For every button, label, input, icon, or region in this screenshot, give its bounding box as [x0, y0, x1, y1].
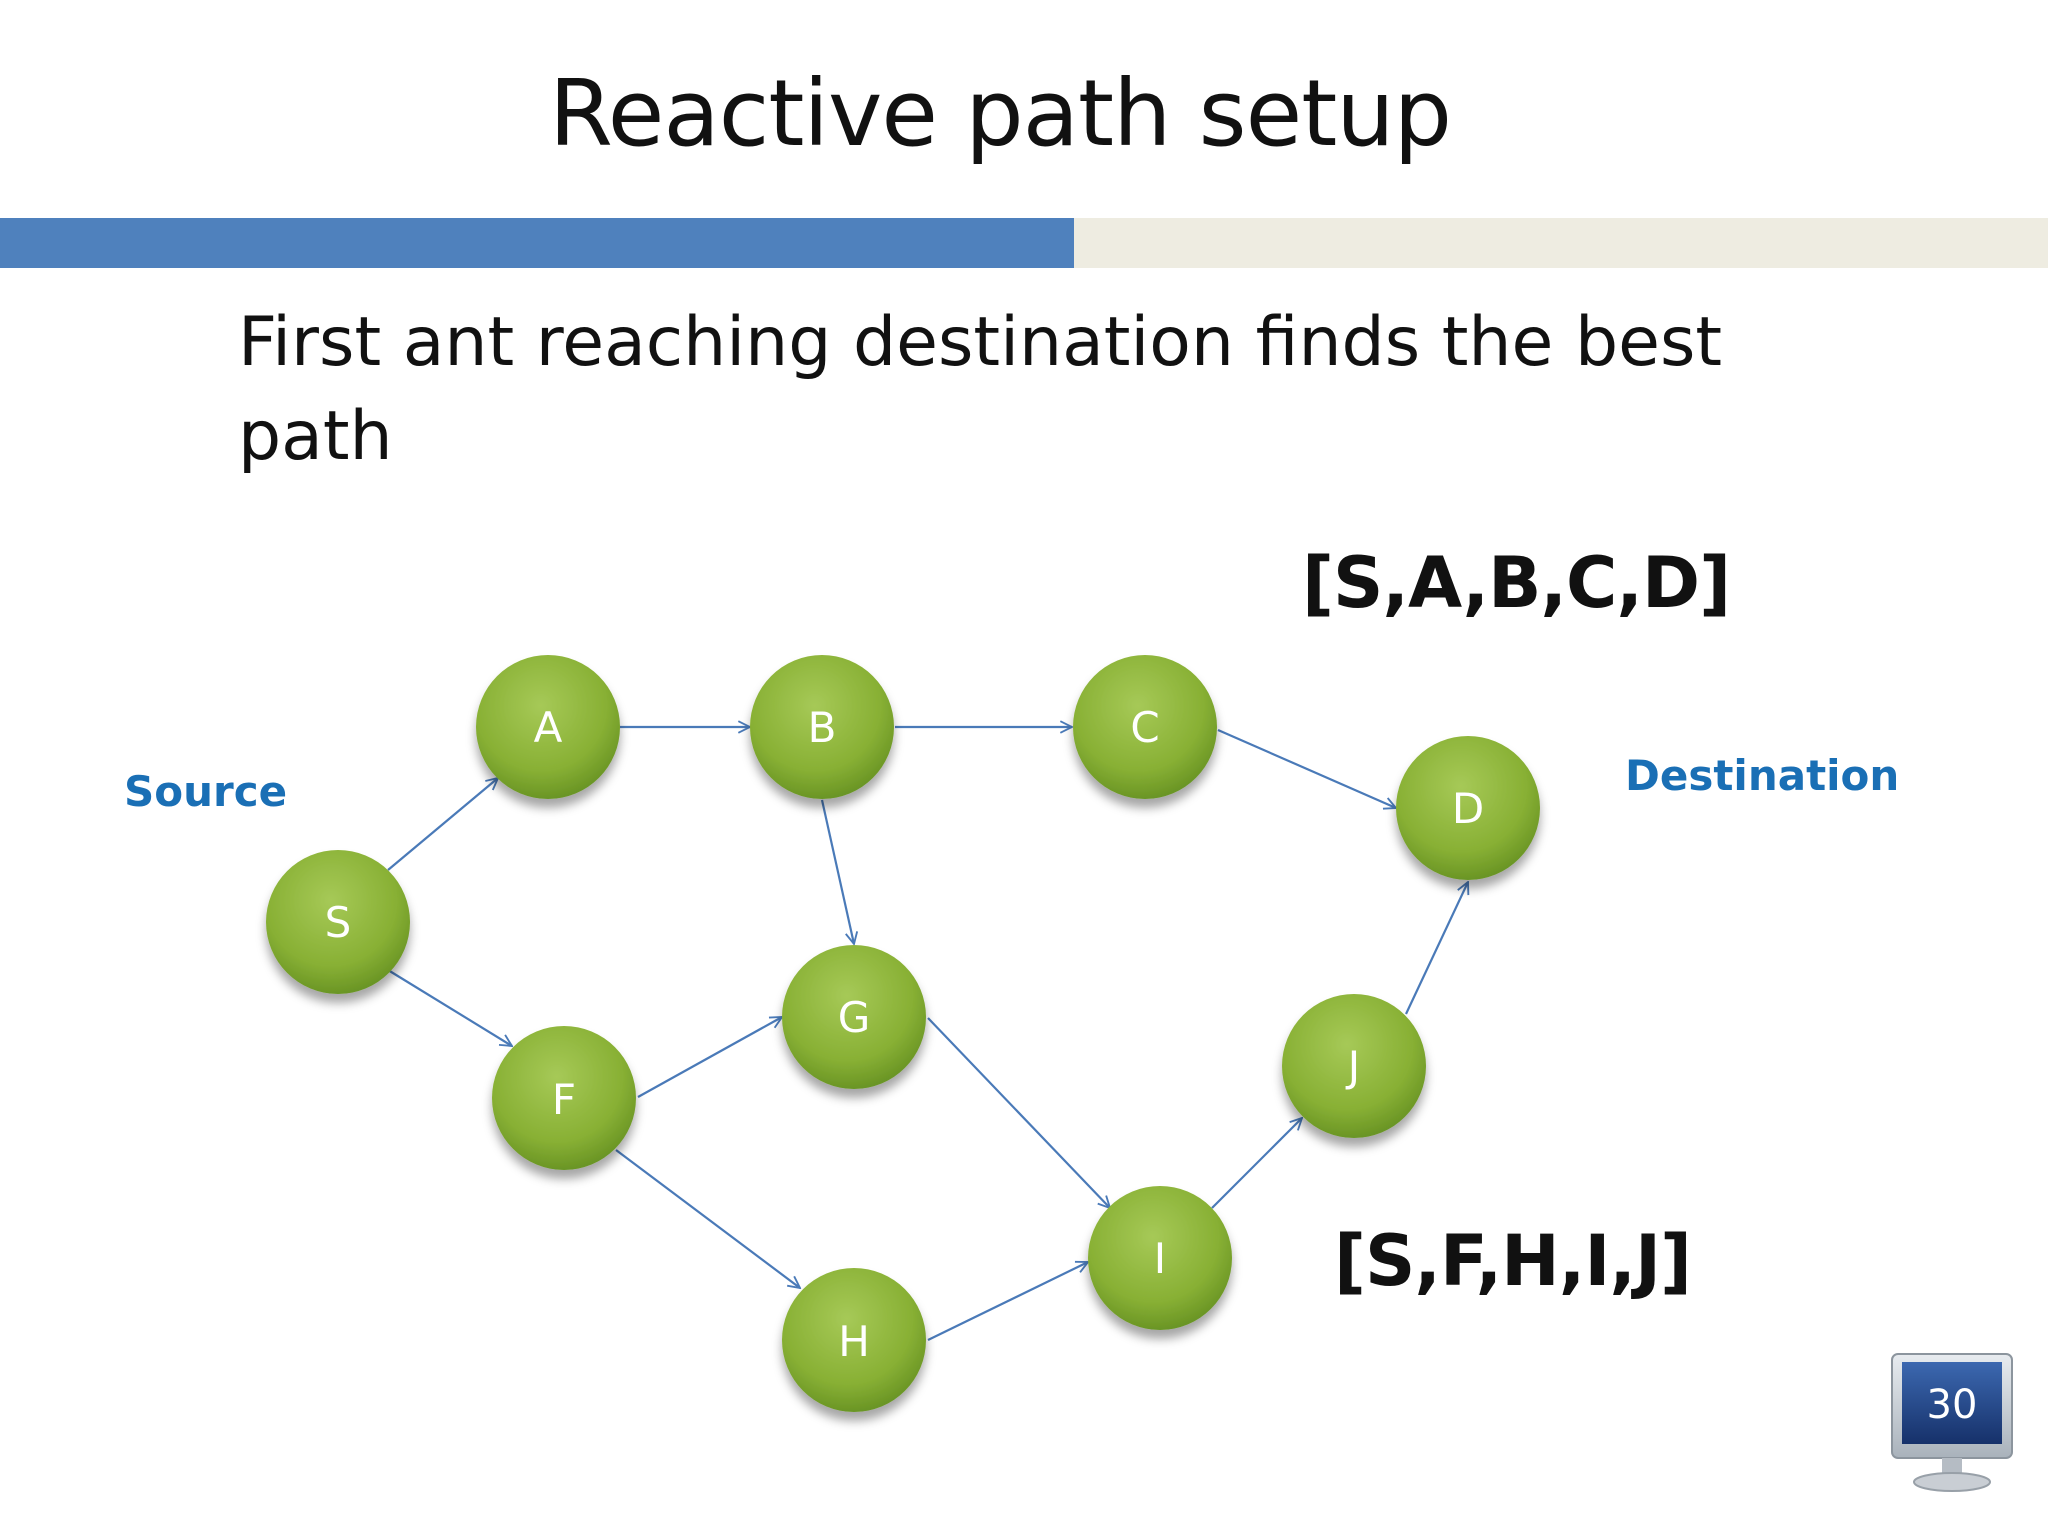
node-g: G — [782, 945, 926, 1089]
node-label: D — [1452, 784, 1484, 833]
node-label: F — [552, 1075, 576, 1124]
node-i: I — [1088, 1186, 1232, 1330]
edge-s-f — [387, 969, 512, 1046]
body-text: First ant reaching destination finds the… — [238, 296, 1738, 484]
node-a: A — [476, 655, 620, 799]
node-h: H — [782, 1268, 926, 1412]
node-label: I — [1154, 1234, 1166, 1283]
edge-b-g — [820, 799, 854, 944]
path-label-bottom: [S,F,H,I,J] — [1334, 1220, 1692, 1302]
node-d: D — [1396, 736, 1540, 880]
edges — [387, 727, 1468, 1341]
edge-f-g — [637, 1017, 782, 1098]
page-number-monitor-icon: 30 — [1891, 1353, 2013, 1492]
node-f: F — [492, 1026, 636, 1170]
title-accent-bar — [0, 218, 1074, 268]
body-line-1: First ant reaching destination finds the… — [238, 303, 1723, 382]
node-s: S — [266, 850, 410, 994]
node-j: J — [1282, 994, 1426, 1138]
source-label: Source — [124, 767, 288, 816]
node-label: C — [1130, 703, 1159, 752]
node-label: J — [1345, 1042, 1360, 1091]
page-number: 30 — [1927, 1382, 1978, 1428]
slide-title: Reactive path setup — [549, 60, 1452, 167]
edge-j-d — [1405, 882, 1468, 1015]
node-label: G — [838, 993, 871, 1042]
node-c: C — [1073, 655, 1217, 799]
edge-c-d — [1217, 728, 1396, 808]
node-b: B — [750, 655, 894, 799]
edge-s-a — [387, 778, 498, 871]
node-label: S — [325, 898, 352, 947]
body-line-2: path — [238, 397, 393, 476]
destination-label: Destination — [1625, 751, 1900, 800]
node-label: A — [534, 703, 563, 752]
title-rule-bar — [1074, 218, 2048, 268]
path-label-top: [S,A,B,C,D] — [1302, 542, 1731, 624]
edge-g-i — [927, 1017, 1110, 1208]
edge-f-h — [615, 1149, 800, 1288]
edge-i-j — [1211, 1118, 1302, 1209]
node-label: H — [838, 1317, 870, 1366]
node-label: B — [808, 703, 837, 752]
edge-h-i — [927, 1262, 1088, 1341]
